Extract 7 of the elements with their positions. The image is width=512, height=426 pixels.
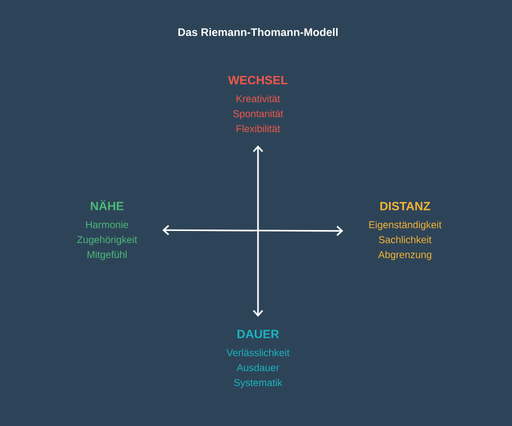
arrow: [162, 225, 344, 236]
quadrant-label: DISTANZ Eigenständigkeit Sachlichkeit Abgrenzung: [369, 202, 442, 260]
title: Das Riemann-Thomann-Modell: [178, 28, 338, 36]
quadrant-label: DAUER Verlässlichkeit Ausdauer Systematik: [226, 330, 290, 388]
arrow: [252, 145, 264, 317]
quadrant-label: NÄHE Harmonie Zugehörigkeit Mitgefühl: [77, 200, 138, 260]
quadrant-label: WECHSEL Kreativität Spontanität Flexibilität: [228, 76, 288, 132]
